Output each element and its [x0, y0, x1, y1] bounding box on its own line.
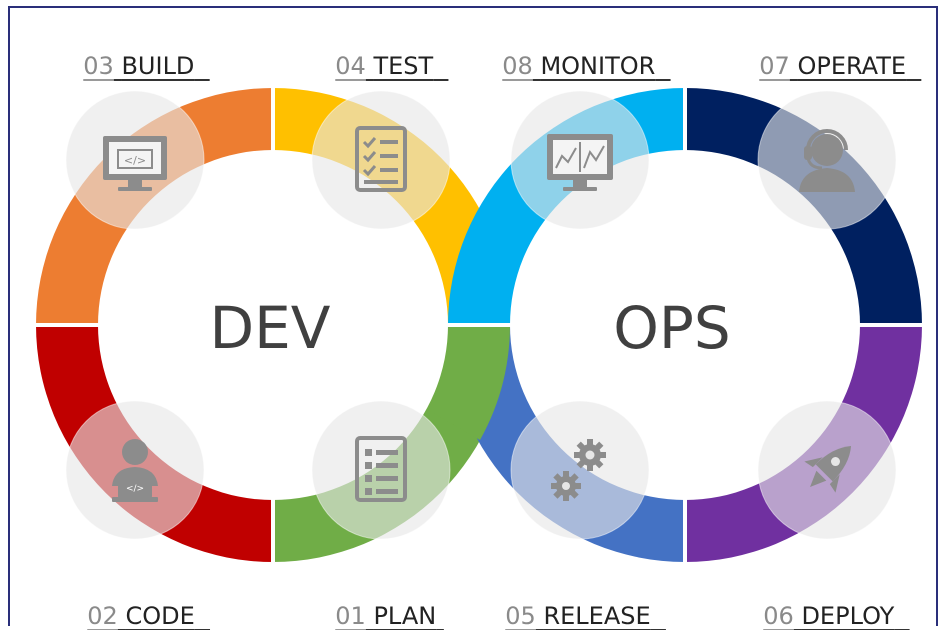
svg-text:</>: </> — [124, 154, 146, 167]
stage-name: BUILD — [121, 52, 195, 80]
developer-laptop-icon: </> — [112, 439, 158, 502]
stage-label-release: 05 RELEASE — [490, 580, 666, 628]
plan-crossing-overlap — [428, 325, 510, 440]
stage-label-test: 04 TEST — [320, 30, 448, 78]
stage-number: 07 — [759, 52, 790, 80]
stage-number: 06 — [763, 602, 794, 630]
stage-label-plan: 01 PLAN — [320, 580, 444, 628]
stage-number: 02 — [87, 602, 118, 630]
stage-label-code: 02 CODE — [72, 580, 210, 628]
stage-label-monitor: 08 MONITOR — [487, 30, 671, 78]
stage-number: 04 — [335, 52, 366, 80]
stage-number: 03 — [83, 52, 114, 80]
plan-list-icon — [355, 436, 407, 502]
rocket-icon — [804, 445, 852, 493]
dev-title: DEV — [210, 294, 331, 362]
stage-number: 01 — [335, 602, 366, 630]
operate-segment — [685, 88, 922, 325]
chart-monitor-icon — [547, 134, 613, 191]
segment-separators — [32, 84, 926, 566]
stage-name: MONITOR — [540, 52, 656, 80]
stage-name: TEST — [373, 52, 434, 80]
stage-label-build: 03 BUILD — [68, 30, 210, 78]
deploy-segment — [685, 325, 922, 562]
code-monitor-icon: </> — [103, 136, 167, 191]
stage-name: RELEASE — [543, 602, 651, 630]
test-bubble — [311, 90, 451, 230]
stage-number: 08 — [502, 52, 533, 80]
stage-name: DEPLOY — [801, 602, 895, 630]
page-frame — [8, 6, 938, 626]
checklist-icon — [355, 126, 407, 192]
stage-number: 05 — [505, 602, 536, 630]
stage-name: PLAN — [373, 602, 437, 630]
stage-name: CODE — [125, 602, 195, 630]
svg-text:</>: </> — [126, 484, 144, 494]
code-segment — [36, 325, 273, 562]
gears-icon — [551, 439, 606, 501]
stage-label-deploy: 06 DEPLOY — [748, 580, 910, 628]
ops-title: OPS — [613, 294, 730, 362]
stage-label-operate: 07 OPERATE — [744, 30, 921, 78]
release-bubble — [510, 400, 650, 540]
plan-bubble — [311, 400, 451, 540]
build-segment — [36, 88, 273, 325]
headset-operator-icon — [799, 129, 855, 192]
stage-name: OPERATE — [797, 52, 907, 80]
